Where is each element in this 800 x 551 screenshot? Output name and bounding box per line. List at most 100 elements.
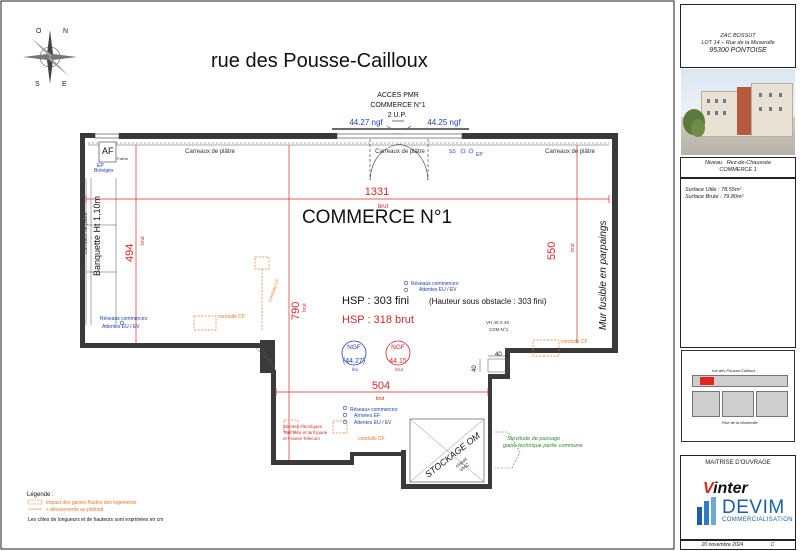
ceiling-label-center: Carreaux de plâtre [375, 149, 425, 155]
footer-box: 20 novembre 2024 C [680, 540, 796, 550]
hsp-fini: HSP : 303 fini [342, 295, 409, 307]
surfaces-box: Surface Utile : 78.55m² Surface Brute : … [680, 178, 796, 348]
niveau-label: Niveau [704, 160, 723, 166]
servitude-1: Servitude de passage [507, 436, 560, 442]
dim-790-brut: brut [302, 303, 308, 312]
left-wall-label: Carreaux de plâtre [83, 212, 89, 254]
gaines-outlines [193, 256, 560, 434]
dim-40-a: 40 [495, 352, 502, 358]
stockage-box [409, 418, 485, 483]
ngf-left-label: 44.27 ngf [349, 118, 383, 127]
conduits-1: conduits CF [267, 278, 280, 303]
network-center-1: Réseaux commerces: [411, 281, 459, 287]
ngf-right-label: 44.25 ngf [427, 118, 461, 127]
conduits-4: conduits CF [358, 436, 385, 442]
dim-40-b: 40 [472, 365, 478, 372]
svg-text:fini: fini [352, 367, 358, 372]
plan-date: 20 novembre 2024 [701, 542, 744, 548]
compass-west: S [35, 81, 40, 88]
svg-text:Les côtes de longueurs et de h: Les côtes de longueurs et de hauteurs so… [28, 517, 163, 523]
ep-label: EP [476, 152, 483, 158]
niveau-box: Niveau Rez-de-Chaussée COMMERCE 1 [680, 157, 796, 178]
location-map: rue des Pousse-Cailloux Rue de la Musero… [681, 350, 795, 442]
clapet-2: VMC [459, 462, 472, 474]
devim-logo: DEVIM [722, 497, 785, 518]
svg-text:brut: brut [395, 367, 404, 372]
network-center-2: Attentes EU / EV [419, 287, 457, 293]
svg-text:Impact des gaines fluides des: Impact des gaines fluides des logements [46, 500, 137, 506]
devim-logo-icon [697, 497, 716, 525]
network-left-2: Attentes EU / EV [102, 324, 140, 330]
unit-label: COMMERCE 1 [719, 167, 757, 173]
compass-east: N [63, 28, 68, 35]
walls [80, 133, 618, 489]
project-name: ZAC BOSSUT [720, 33, 756, 39]
dim-550-brut: brut [570, 243, 576, 252]
conduits-2: conduits CF [218, 314, 245, 320]
conduits-3: conduits CF [561, 339, 588, 345]
af-note: Brévigés [94, 168, 114, 174]
hsp-brut: HSP : 318 brut [342, 314, 414, 326]
af-label: AF [102, 146, 114, 156]
compass-south: E [62, 81, 67, 88]
ss-label: SS [449, 149, 456, 155]
svg-text:+ dévoiements au plafond: + dévoiements au plafond [46, 507, 104, 513]
banquette-label: Banquette Ht 1,10m [92, 196, 102, 276]
right-wall-label: Mur fusible en parpaings [598, 220, 609, 330]
vh-label-1: VH 40 X 40 [486, 320, 510, 325]
access-label-2: COMMERCE N°1 [370, 101, 425, 109]
surface-brute: Surface Brute : 79.80m² [685, 194, 744, 200]
svg-text:Légende :: Légende : [27, 492, 54, 498]
access-up: 2 U.P. [388, 112, 407, 119]
ngf-badge-brut: NGF 44.15 brut [385, 340, 411, 372]
network-bottom-3: Attentes EU / EV [354, 420, 392, 426]
elec-3: et France Telecom [283, 436, 320, 441]
dim-494: 494 [124, 244, 136, 262]
dim-504: 504 [372, 380, 390, 392]
svg-text:(44.27): (44.27) [343, 358, 365, 365]
legend: Légende : Impact des gaines fluides des … [27, 492, 163, 523]
commercialisation-label: COMMERCIALISATION [722, 517, 794, 523]
dim-1331: 1331 [365, 186, 389, 198]
compass-rose: O N S E [23, 28, 77, 88]
compass-north: O [36, 28, 42, 35]
dim-790: 790 [290, 302, 302, 320]
hsp-note: (Hauteur sous obstacle : 303 fini) [429, 297, 547, 306]
surface-utile: Surface Utile : 78.55m² [685, 187, 742, 193]
elec-2: Tarif bleu et tarif jaune [283, 430, 328, 435]
network-bottom-2: Arrivées EF [354, 413, 380, 419]
title-block: ZAC BOSSUT LOT 14 – Rue de la Muserolle … [676, 0, 800, 551]
af-box [98, 141, 117, 163]
dim-504-brut: brut [376, 396, 385, 402]
access-label-1: ACCES PMR [377, 92, 419, 99]
af-sub: Falets [117, 156, 128, 161]
svg-text:44.15: 44.15 [389, 358, 407, 365]
plan-index: C [770, 542, 775, 548]
project-address: LOT 14 – Rue de la Muserolle [701, 40, 775, 46]
ceiling-label-left: Carreaux de plâtre [185, 149, 235, 155]
project-box: ZAC BOSSUT LOT 14 – Rue de la Muserolle … [680, 4, 796, 68]
servitude-2: gaine technique partie commune [503, 443, 583, 449]
page-frame [0, 0, 675, 550]
ceiling-label-right: Carreaux de plâtre [545, 149, 595, 155]
dim-550: 550 [546, 242, 558, 260]
vh-label-2: COM N°1 [489, 327, 509, 332]
ngf-badge-fini: NGF (44.27) fini [341, 340, 367, 372]
niveau-value: Rez-de-Chaussée [726, 160, 772, 166]
project-city: 95300 PONTOISE [709, 47, 767, 54]
af-ep: EP [97, 163, 104, 169]
network-bottom-1: Réseaux commerces: [350, 407, 398, 413]
moa-box: MAITRISE D'OUVRAGE [680, 455, 796, 540]
dim-1331-brut: brut [378, 204, 389, 210]
dim-494-brut: brut [140, 236, 146, 245]
building-photo [681, 69, 795, 155]
room-title: COMMERCE N°1 [302, 207, 452, 228]
elec-1: attentes électriques [283, 424, 323, 429]
street-name: rue des Pousse-Cailloux [211, 50, 428, 72]
inter-logo: Vinter [703, 480, 748, 497]
svg-text:NGF: NGF [347, 344, 361, 351]
svg-text:NGF: NGF [391, 344, 405, 351]
network-left-1: Réseaux commerces: [100, 316, 148, 322]
moa-label: MAITRISE D'OUVRAGE [705, 460, 771, 466]
